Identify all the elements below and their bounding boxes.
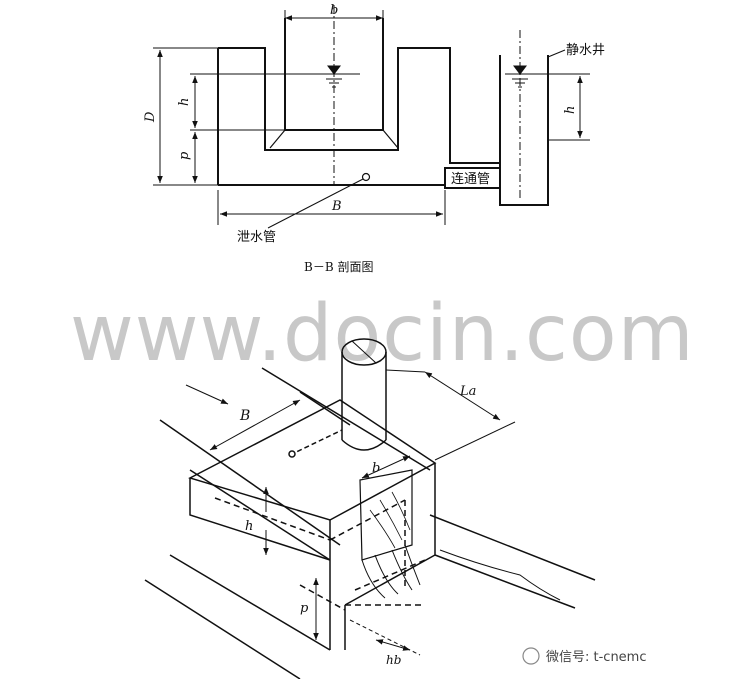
label-D: D [143, 111, 158, 123]
isometric-view [144, 338, 596, 680]
label-connecting-pipe: 连通管 [451, 171, 490, 187]
label-B: B [331, 199, 342, 214]
source-text: 微信号: t-cnemc [546, 650, 647, 665]
connecting-pipe-box [444, 167, 501, 189]
iso-label-h: h [245, 519, 253, 534]
section-caption: B－B 剖面图 [304, 260, 373, 274]
label-h-well: h [563, 106, 578, 114]
iso-label-b: b [372, 461, 380, 476]
watermark-text: www.docin.com [70, 289, 695, 379]
wechat-icon [522, 647, 540, 665]
iso-label-p: p [300, 601, 309, 616]
drain-pipe-symbol [361, 172, 371, 182]
source-badge: 微信号: t-cnemc [522, 647, 647, 665]
water-level-symbols [326, 65, 528, 88]
section-dimensions [153, 5, 590, 229]
label-h: h [177, 98, 192, 106]
rail [159, 419, 341, 546]
isometric-dimensions [185, 369, 516, 651]
iso-label-hb: hb [386, 653, 401, 667]
label-b: b [330, 3, 338, 18]
label-drain-pipe: 泄水管 [237, 230, 276, 245]
label-p: p [177, 151, 192, 160]
iso-label-La: La [459, 384, 476, 399]
label-still-well: 静水井 [566, 43, 605, 58]
iso-label-B: B [239, 408, 250, 424]
